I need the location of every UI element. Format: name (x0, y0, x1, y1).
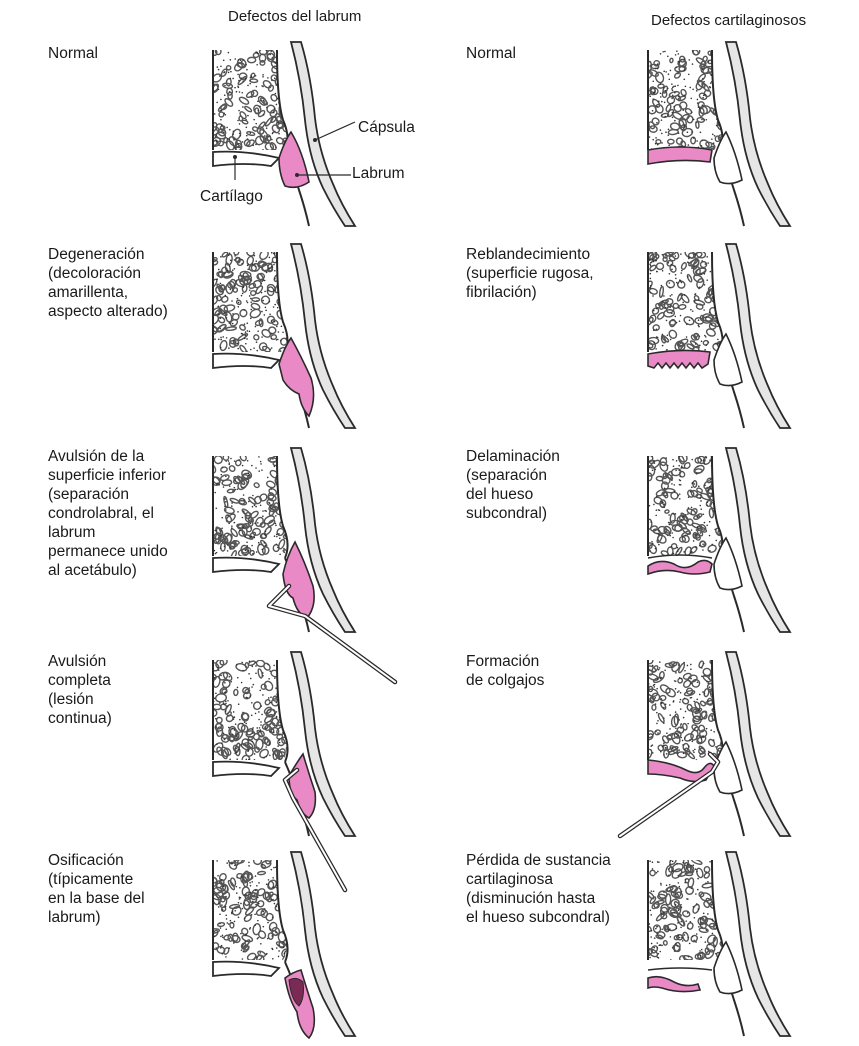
cartilage-label-flap: Formación de colgajos (466, 652, 544, 690)
cartilage-label-loss: Pérdida de sustancia cartilaginosa (dism… (466, 851, 611, 927)
labrum-figure-complete-avulsion (205, 650, 420, 840)
labrum-figure-normal (205, 40, 420, 230)
cartilage-thinned (648, 977, 700, 992)
labrum-label-ossification: Osificación (típicamente en la base del … (48, 851, 145, 927)
joint-capsule (726, 448, 790, 632)
cartilage-label-delamination: Delaminación (separación del hueso subco… (466, 447, 560, 523)
cartilage-figure-normal (640, 40, 855, 230)
labrum-figure-inferior-avulsion (205, 446, 420, 636)
cartilage-softened (648, 350, 710, 368)
femoral-cartilage (213, 354, 279, 368)
cartilage-figure-softening (640, 242, 855, 432)
cartilage-figure-flap (640, 650, 855, 840)
femoral-cartilage (213, 152, 279, 166)
labrum-defects-title: Defectos del labrum (228, 8, 361, 25)
labrum-dot (295, 173, 299, 177)
femoral-cartilage (213, 962, 279, 976)
joint-capsule (726, 852, 790, 1036)
cartilage-figure-loss (640, 850, 855, 1040)
capsule-leader (315, 122, 355, 140)
cartilage-figure-delamination (640, 446, 855, 636)
joint-capsule (726, 244, 790, 428)
labrum-degenerated (279, 338, 314, 416)
cartilage-delaminated (648, 560, 712, 574)
labrum-figure-ossification (205, 850, 420, 1040)
joint-capsule (291, 42, 355, 226)
femoral-cartilage (213, 762, 279, 776)
labrum-label-complete-avulsion: Avulsión completa (lesión continua) (48, 652, 112, 728)
labrum-label-degeneration: Degeneración (decoloración amarillenta, … (48, 245, 168, 321)
cartilage-label-normal: Normal (466, 44, 516, 63)
labrum-label-normal: Normal (48, 44, 98, 63)
femoral-cartilage (213, 558, 279, 572)
joint-capsule (726, 42, 790, 226)
labrum-figure-degeneration (205, 242, 420, 432)
labrum-label-inferior-avulsion: Avulsión de la superficie inferior (sepa… (48, 447, 168, 580)
cartilage-dot (233, 155, 237, 159)
joint-capsule (726, 652, 790, 836)
cartilage-normal (648, 147, 712, 164)
subchondral-line (648, 968, 712, 970)
cartilage-defects-title: Defectos cartilaginosos (651, 12, 806, 29)
capsule-dot (313, 138, 317, 142)
cartilage-label-softening: Reblandecimiento (superficie rugosa, fib… (466, 245, 594, 302)
